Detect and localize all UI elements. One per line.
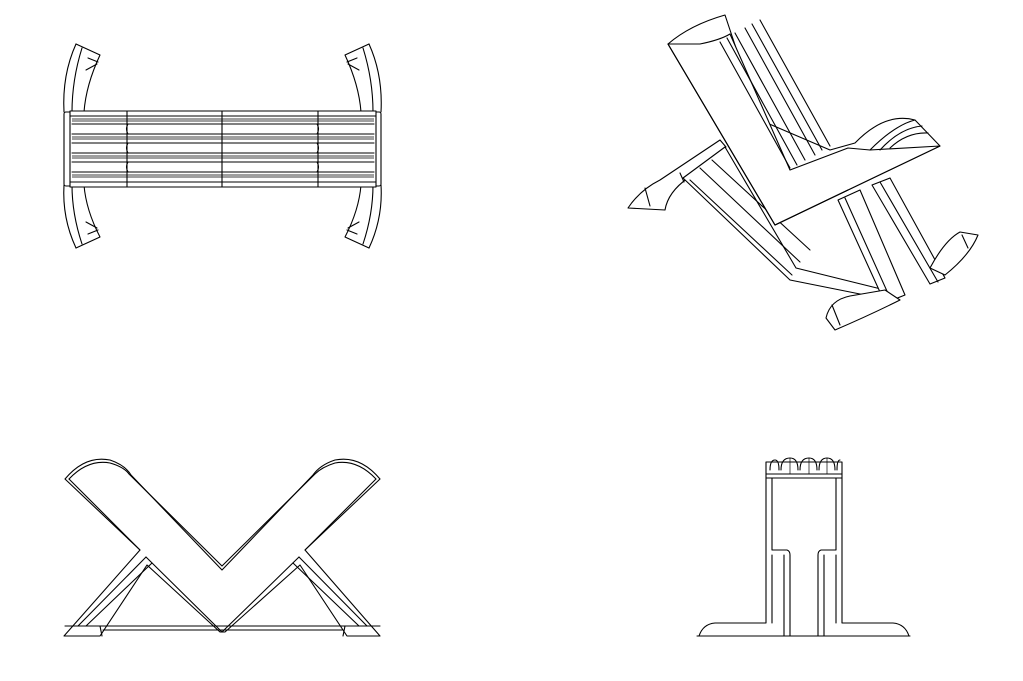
seat-slats-top: [69, 110, 377, 188]
rear-left-rocker: [627, 139, 727, 211]
side-view: [696, 457, 911, 637]
top-view: [63, 43, 382, 249]
right-rocker-top: [344, 43, 382, 249]
front-left-rocker: [825, 289, 901, 331]
left-rocker-top: [63, 43, 101, 249]
isometric-view: [627, 14, 979, 331]
front-view: [63, 458, 381, 637]
front-right-rocker: [929, 231, 979, 276]
v-frame: [63, 458, 381, 637]
front-leg-left: [837, 189, 906, 304]
